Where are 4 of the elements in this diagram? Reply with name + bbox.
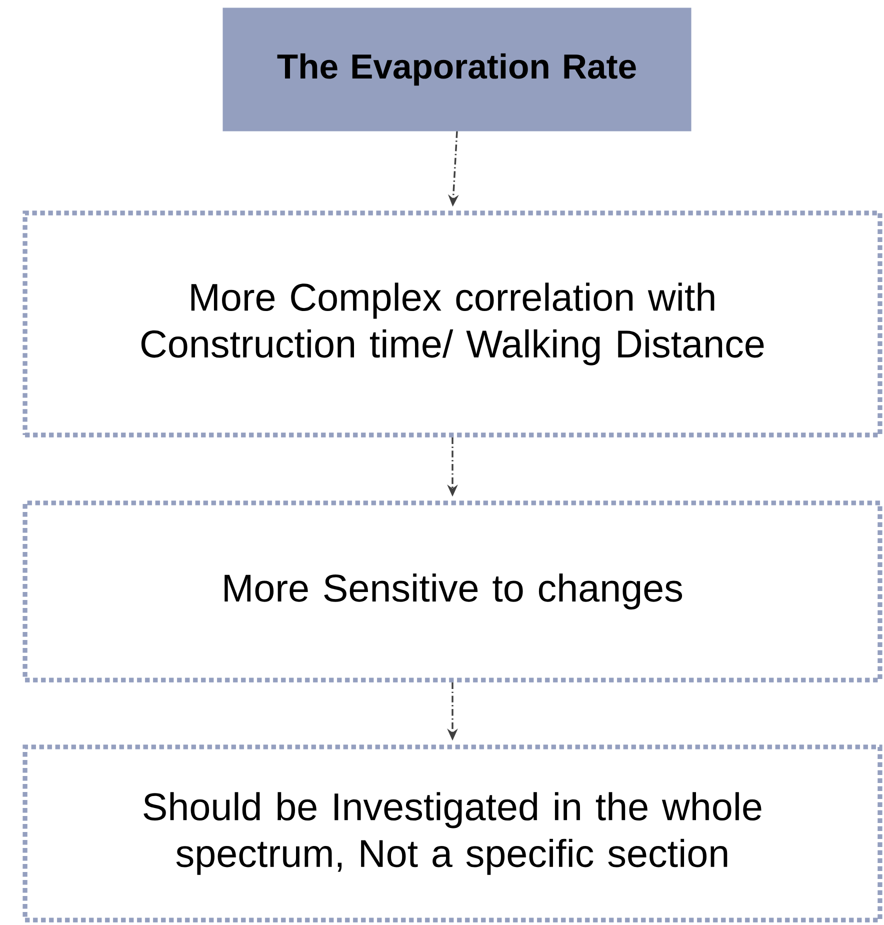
process-box: Should be Investigated in the whole spectrum, Not a specific section	[22, 744, 882, 922]
process-box: More Sensitive to changes	[22, 500, 882, 682]
title-box: The Evaporation Rate	[222, 8, 692, 132]
process-box: More Complex correlation with Construction time/ Walking Distance	[22, 210, 882, 438]
